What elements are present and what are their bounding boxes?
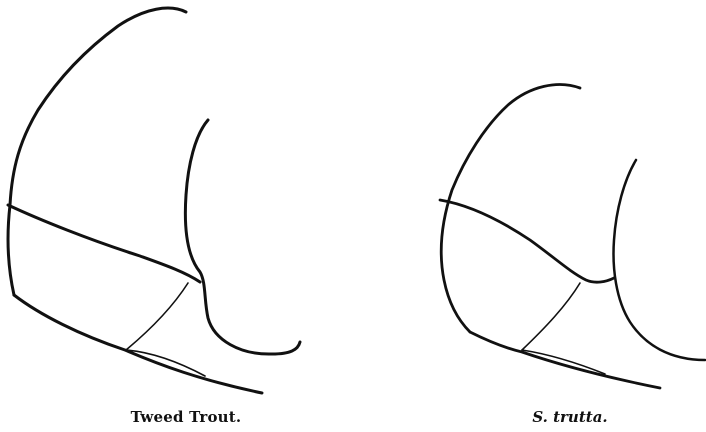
s-trutta-lower-segment (522, 350, 605, 374)
tweed-trout-lower-border (14, 295, 262, 393)
tweed-trout-posterior-curve (185, 120, 300, 354)
s-trutta-posterior-curve (614, 160, 705, 360)
tweed-trout-upper-suture (8, 205, 200, 282)
s-trutta-caption: S. trutta. (510, 408, 630, 426)
s-trutta-gill-cover-drawing (440, 85, 705, 388)
tweed-trout-diagonal-suture (126, 283, 188, 350)
tweed-trout-gill-cover-drawing (8, 8, 300, 393)
s-trutta-upper-suture (440, 200, 614, 282)
s-trutta-diagonal-suture (522, 283, 580, 350)
tweed-trout-outer-curve (8, 8, 186, 295)
tweed-trout-caption: Tweed Trout. (116, 408, 256, 426)
s-trutta-outer-curve (441, 85, 580, 332)
